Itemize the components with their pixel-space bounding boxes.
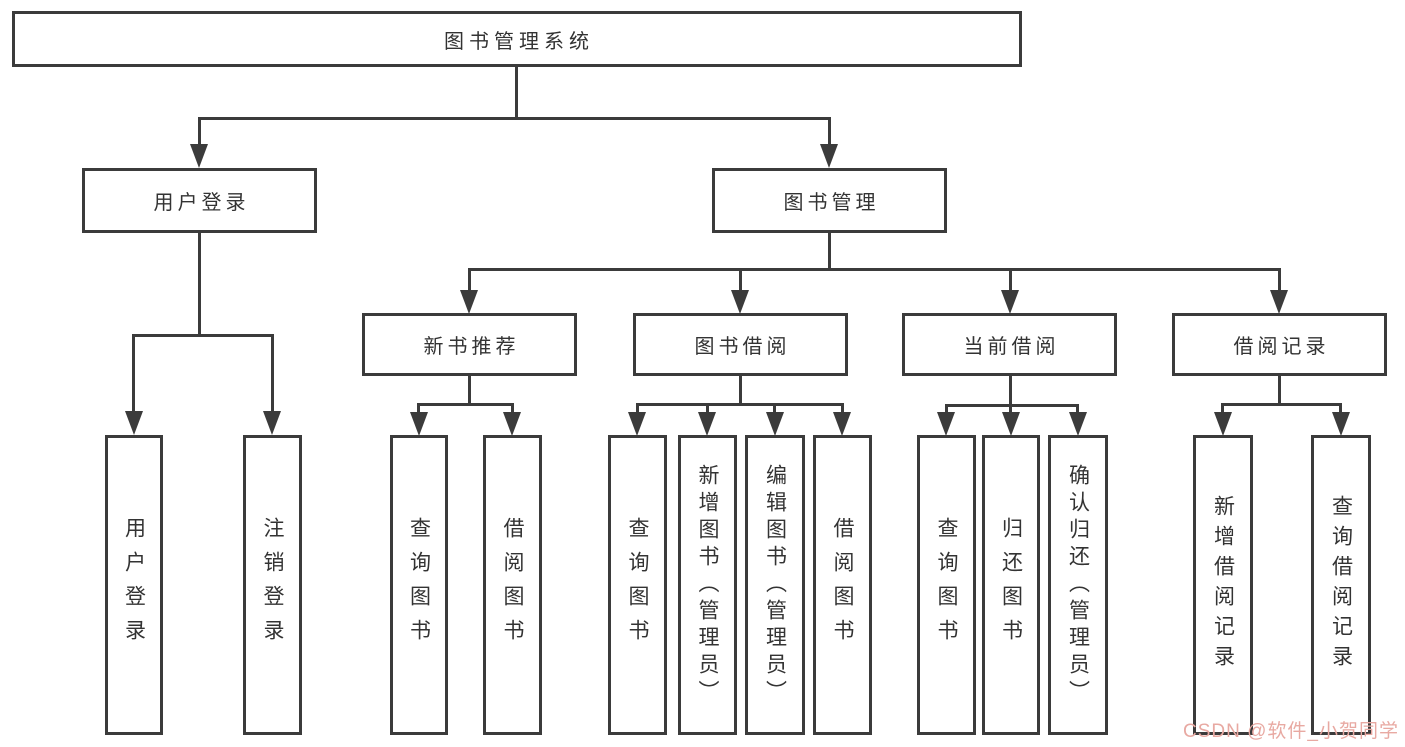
connector-line [1009,376,1012,406]
leaf-logout: 注销登录 [243,435,302,735]
arrowhead-icon [1214,412,1232,436]
leaf-query-books-current: 查询图书 [917,435,976,735]
arrowhead-icon [937,412,955,436]
connector-line [636,403,844,406]
node-borrowing-records: 借阅记录 [1172,313,1387,376]
arrowhead-icon [820,144,838,168]
connector-line [1221,403,1342,406]
node-library-system: 图书管理系统 [12,11,1022,67]
arrowhead-icon [731,290,749,314]
node-book-borrowing: 图书借阅 [633,313,848,376]
watermark: CSDN @软件_小贺同学 [1183,721,1399,742]
node-label: 编辑图书（管理员） [763,463,787,707]
arrowhead-icon [766,412,784,436]
node-current-borrowing: 当前借阅 [902,313,1117,376]
connector-line [1278,268,1281,294]
connector-line [739,376,742,406]
node-label: 查询图书 [935,517,958,653]
leaf-query-borrow-record: 查询借阅记录 [1311,435,1371,735]
node-label: 确认归还（管理员） [1066,463,1090,707]
connector-line [417,403,514,406]
node-label: 查询图书 [407,517,431,653]
arrowhead-icon [410,412,428,436]
connector-line [1009,404,1012,415]
connector-line [828,233,831,271]
node-label: 借阅记录 [1233,336,1330,358]
node-label: 新增借阅记录 [1211,495,1235,675]
connector-line [1339,403,1342,415]
node-label: 查询图书 [626,517,649,653]
connector-line [511,403,514,415]
arrowhead-icon [698,412,716,436]
connector-line [198,117,201,148]
leaf-borrow-books-recommend: 借阅图书 [483,435,542,735]
connector-line [636,403,639,415]
connector-line [945,404,948,415]
node-user-login: 用户登录 [82,168,317,233]
arrowhead-icon [1001,290,1019,314]
connector-line [198,117,831,120]
connector-line [132,334,274,337]
connector-line [468,376,471,406]
leaf-query-books-borrowing: 查询图书 [608,435,667,735]
arrowhead-icon [263,411,281,435]
arrowhead-icon [503,412,521,436]
node-book-management: 图书管理 [712,168,947,233]
leaf-add-borrow-record: 新增借阅记录 [1193,435,1253,735]
connector-line [132,334,135,414]
connector-line [706,403,709,415]
connector-line [468,268,1281,271]
arrowhead-icon [1069,412,1087,436]
arrowhead-icon [1002,412,1020,436]
node-label: 新书推荐 [423,336,520,358]
connector-line [468,268,471,294]
connector-line [739,268,742,294]
leaf-add-books-admin: 新增图书（管理员） [678,435,737,735]
leaf-borrow-books-borrowing: 借阅图书 [813,435,872,735]
arrowhead-icon [125,411,143,435]
leaf-return-books: 归还图书 [982,435,1040,735]
leaf-edit-books-admin: 编辑图书（管理员） [745,435,805,735]
connector-line [417,403,420,415]
node-label: 借阅图书 [501,517,524,653]
node-label: 图书管理 [783,192,880,214]
connector-line [271,334,274,414]
node-label: 借阅图书 [831,517,854,653]
leaf-confirm-return-admin: 确认归还（管理员） [1048,435,1108,735]
node-label: 查询借阅记录 [1329,495,1353,675]
connector-line [945,404,1079,407]
connector-line [1009,268,1012,294]
arrowhead-icon [628,412,646,436]
node-label: 用户登录 [122,517,146,653]
connector-line [841,403,844,415]
node-label: 图书借阅 [694,336,791,358]
leaf-query-books-recommend: 查询图书 [390,435,448,735]
arrowhead-icon [1270,290,1288,314]
arrowhead-icon [190,144,208,168]
connector-line [198,233,201,337]
node-label: 用户登录 [153,192,250,214]
connector-line [515,67,518,118]
node-label: 当前借阅 [963,336,1060,358]
node-new-book-recommend: 新书推荐 [362,313,577,376]
node-label: 归还图书 [999,517,1023,653]
connector-line [1278,376,1281,406]
connector-line [1221,403,1224,415]
arrowhead-icon [833,412,851,436]
node-label: 注销登录 [261,517,284,653]
arrowhead-icon [460,290,478,314]
leaf-user-login: 用户登录 [105,435,163,735]
node-label: 新增图书（管理员） [696,463,719,707]
connector-line [828,117,831,148]
connector-line [773,403,776,415]
connector-line [1076,404,1079,415]
node-label: 图书管理系统 [444,30,594,53]
arrowhead-icon [1332,412,1350,436]
